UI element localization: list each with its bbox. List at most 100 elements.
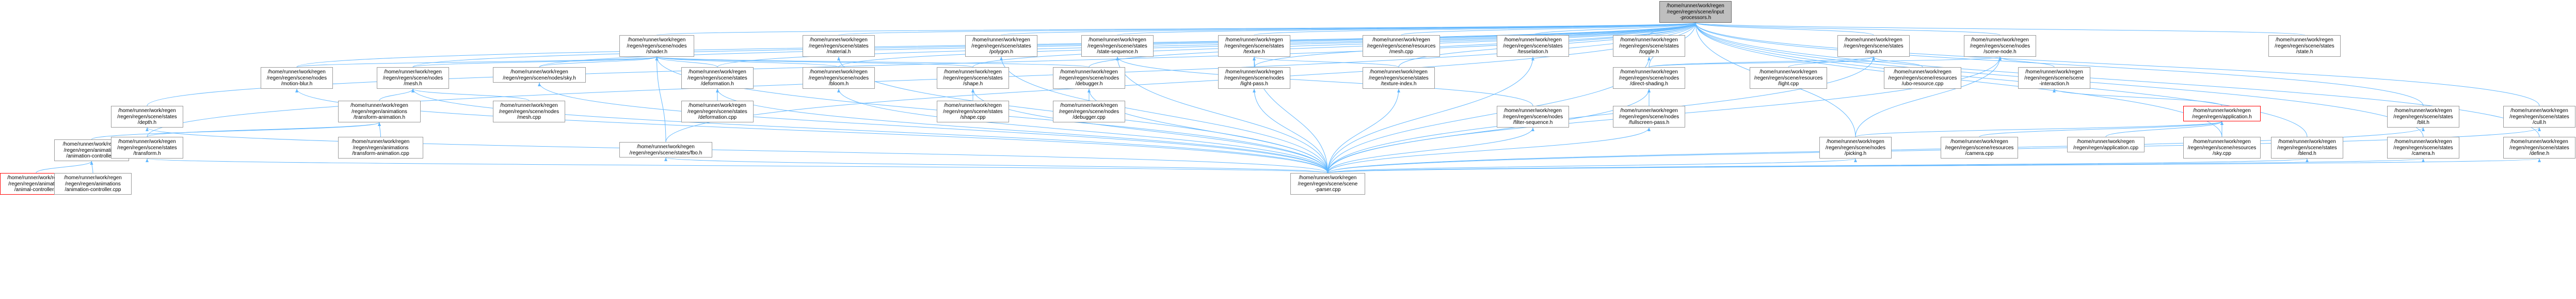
file-node-polygon[interactable]: /home/runner/work/regen/regen/regen/scen…	[965, 35, 1037, 57]
file-node-lightpass[interactable]: /home/runner/work/regen/regen/regen/scen…	[1218, 67, 1290, 89]
file-node-texture[interactable]: /home/runner/work/regen/regen/regen/scen…	[1218, 35, 1290, 57]
file-node-filterseq[interactable]: /home/runner/work/regen/regen/regen/scen…	[1497, 106, 1569, 128]
file-node-toggle[interactable]: /home/runner/work/regen/regen/regen/scen…	[1613, 35, 1685, 57]
file-node-label-line: /home/runner/work/regen	[2077, 139, 2135, 145]
file-node-label-line: /regen/regen/scene/states	[2275, 43, 2334, 49]
file-node-label-line: /home/runner/work/regen	[2278, 139, 2336, 145]
file-node-label-line: /home/runner/work/regen	[1950, 139, 2008, 145]
file-node-meshcpp[interactable]: /home/runner/work/regen/regen/regen/scen…	[493, 101, 565, 122]
file-node-mesh[interactable]: /home/runner/work/regen/regen/regen/scen…	[377, 67, 449, 89]
file-node-skycpp[interactable]: /home/runner/work/regen/regen/regen/scen…	[2183, 137, 2261, 159]
file-node-label-line: -interaction.h	[2039, 81, 2069, 87]
file-node-label-line: /picking.h	[1844, 151, 1867, 156]
file-node-lightcpp[interactable]: /home/runner/work/regen/regen/regen/scen…	[1750, 67, 1827, 89]
file-node-label-line: /home/runner/work/regen	[2193, 108, 2251, 114]
file-node-cull[interactable]: /home/runner/work/regen/regen/regen/scen…	[2503, 106, 2575, 128]
file-node-transform[interactable]: /home/runner/work/regen/regen/regen/scen…	[111, 137, 183, 159]
file-node-label-line: /home/runner/work/regen	[118, 108, 176, 114]
file-node-debugger[interactable]: /home/runner/work/regen/regen/regen/scen…	[1053, 67, 1125, 89]
file-node-label-line: /light-pass.h	[1240, 81, 1268, 87]
file-node-blit[interactable]: /home/runner/work/regen/regen/regen/scen…	[2387, 106, 2459, 128]
file-node-label-line: /regen/regen/scene/states	[1087, 43, 1147, 49]
file-node-deformcpp[interactable]: /home/runner/work/regen/regen/regen/scen…	[681, 101, 754, 122]
file-node-label-line: /home/runner/work/regen	[1089, 37, 1146, 43]
file-node-label-line: /home/runner/work/regen	[2193, 139, 2251, 145]
file-node-interaction[interactable]: /home/runner/work/regen/regen/regen/scen…	[2018, 67, 2090, 89]
file-node-define[interactable]: /home/runner/work/regen/regen/regen/scen…	[2503, 137, 2575, 159]
file-node-animctrlcpp[interactable]: /home/runner/work/regen/regen/regen/anim…	[54, 173, 132, 195]
file-node-shader[interactable]: /home/runner/work/regen/regen/regen/scen…	[619, 35, 694, 57]
file-node-label-line: /deformation.cpp	[698, 115, 737, 120]
file-node-sky[interactable]: /home/runner/work/regen/regen/regen/scen…	[493, 67, 586, 83]
file-node-label-line: /home/runner/work/regen	[2394, 108, 2452, 114]
file-node-stateh[interactable]: /home/runner/work/regen/regen/regen/scen…	[2268, 35, 2341, 57]
file-node-label-line: /regen/regen/scene/states	[943, 108, 1003, 115]
file-node-input[interactable]: /home/runner/work/regen/regen/regen/scen…	[1837, 35, 1910, 57]
file-node-label-line: /home/runner/work/regen	[2276, 37, 2333, 43]
file-node-label-line: /regen/regen/scene/nodes	[266, 75, 327, 81]
include-edge	[378, 122, 381, 137]
include-edge	[1694, 22, 2001, 36]
file-node-label-line: /regen/regen/scene/states	[687, 108, 747, 115]
file-node-fullscreen[interactable]: /home/runner/work/regen/regen/regen/scen…	[1613, 106, 1685, 128]
include-edge	[655, 56, 973, 68]
include-edge	[1253, 56, 1399, 68]
file-node-label-line: /regen/regen/scene/nodes	[1224, 75, 1285, 81]
file-node-directshading[interactable]: /home/runner/work/regen/regen/regen/scen…	[1613, 67, 1685, 89]
file-node-cameracpp[interactable]: /home/runner/work/regen/regen/regen/scen…	[1941, 137, 2018, 159]
file-node-label-line: /home/runner/work/regen	[1370, 69, 1428, 75]
file-node-label-line: /regen/regen/scene/nodes	[808, 75, 869, 81]
file-node-deformation[interactable]: /home/runner/work/regen/regen/regen/scen…	[681, 67, 754, 89]
file-node-label-line: /regen/regen/scene/states	[809, 43, 869, 49]
file-node-blend[interactable]: /home/runner/work/regen/regen/regen/scen…	[2271, 137, 2343, 159]
file-node-debuggercpp[interactable]: /home/runner/work/regen/regen/regen/scen…	[1053, 101, 1125, 122]
file-node-label-line: /home/runner/work/regen	[118, 139, 176, 145]
file-node-label-line: /regen/regen/scene/states	[1369, 75, 1429, 81]
file-node-motionblur[interactable]: /home/runner/work/regen/regen/regen/scen…	[261, 67, 333, 89]
file-node-parser[interactable]: /home/runner/work/regen/regen/regen/scen…	[1290, 173, 1365, 195]
include-edge	[1327, 158, 1857, 174]
file-node-fbo[interactable]: /home/runner/work/regen/regen/regen/scen…	[619, 142, 712, 158]
file-node-meshcpp_res[interactable]: /home/runner/work/regen/regen/regen/scen…	[1363, 35, 1440, 57]
include-edge	[1694, 22, 1874, 36]
file-node-label-line: /shape.cpp	[960, 115, 986, 120]
file-node-shape[interactable]: /home/runner/work/regen/regen/regen/scen…	[937, 67, 1009, 89]
file-node-transanim[interactable]: /home/runner/work/regen/regen/regen/anim…	[338, 101, 421, 122]
file-node-label-line: /home/runner/work/regen	[1971, 37, 2029, 43]
file-node-transanimcpp[interactable]: /home/runner/work/regen/regen/regen/anim…	[338, 137, 423, 159]
file-node-label-line: /home/runner/work/regen	[689, 69, 746, 75]
file-node-label-line: /home/runner/work/regen	[268, 69, 326, 75]
file-node-label-line: /regen/regen/scene/states	[687, 75, 747, 81]
file-node-label-line: /home/runner/work/regen	[2510, 139, 2568, 145]
file-node-bloom[interactable]: /home/runner/work/regen/regen/regen/scen…	[803, 67, 875, 89]
file-node-label-line: /regen/regen/animations	[353, 145, 409, 151]
include-edge	[1253, 88, 1328, 174]
file-node-depth[interactable]: /home/runner/work/regen/regen/regen/scen…	[111, 106, 183, 128]
include-edge	[147, 22, 1697, 137]
file-node-label-line: /regen/regen/scene/states	[2393, 145, 2453, 151]
file-node-label-line: /regen/regen/scene/nodes	[382, 75, 443, 81]
file-node-label-line: /regen/regen/scene/states	[1224, 43, 1284, 49]
file-node-label-line: /home/runner/work/regen	[2510, 108, 2568, 114]
file-node-label-line: /regen/regen/scene/nodes	[1059, 75, 1119, 81]
file-node-stateseq[interactable]: /home/runner/work/regen/regen/regen/scen…	[1081, 35, 1154, 57]
file-node-texindex[interactable]: /home/runner/work/regen/regen/regen/scen…	[1363, 67, 1435, 89]
file-node-application[interactable]: /home/runner/work/regen/regen/regen/appl…	[2183, 106, 2261, 121]
file-node-label-line: /regen/regen/scene/resources	[1754, 75, 1823, 81]
file-node-label-line: /home/runner/work/regen	[810, 37, 868, 43]
file-node-shapecpp[interactable]: /home/runner/work/regen/regen/regen/scen…	[937, 101, 1009, 122]
file-node-label-line: /regen/regen/scene/resources	[1367, 43, 1436, 49]
file-node-label-line: /filter-sequence.h	[1513, 120, 1553, 125]
file-node-tess[interactable]: /home/runner/work/regen/regen/regen/scen…	[1497, 35, 1569, 57]
file-node-scenenode[interactable]: /home/runner/work/regen/regen/regen/scen…	[1964, 35, 2036, 57]
file-node-ubo[interactable]: /home/runner/work/regen/regen/regen/scen…	[1884, 67, 1961, 89]
file-node-label-line: /regen/regen/scene/states	[1844, 43, 1903, 49]
file-node-picking[interactable]: /home/runner/work/regen/regen/regen/scen…	[1819, 137, 1892, 159]
file-node-label-line: /home/runner/work/regen	[1894, 69, 1951, 75]
file-node-material[interactable]: /home/runner/work/regen/regen/regen/scen…	[803, 35, 875, 57]
file-node-label-line: /define.h	[2529, 151, 2550, 156]
file-node-label-line: /home/runner/work/regen	[972, 37, 1030, 43]
file-node-label-line: /regen/regen/scene/states	[2277, 145, 2337, 151]
file-node-appcpp[interactable]: /home/runner/work/regen/regen/regen/appl…	[2067, 137, 2145, 152]
file-node-camerah[interactable]: /home/runner/work/regen/regen/regen/scen…	[2387, 137, 2459, 159]
